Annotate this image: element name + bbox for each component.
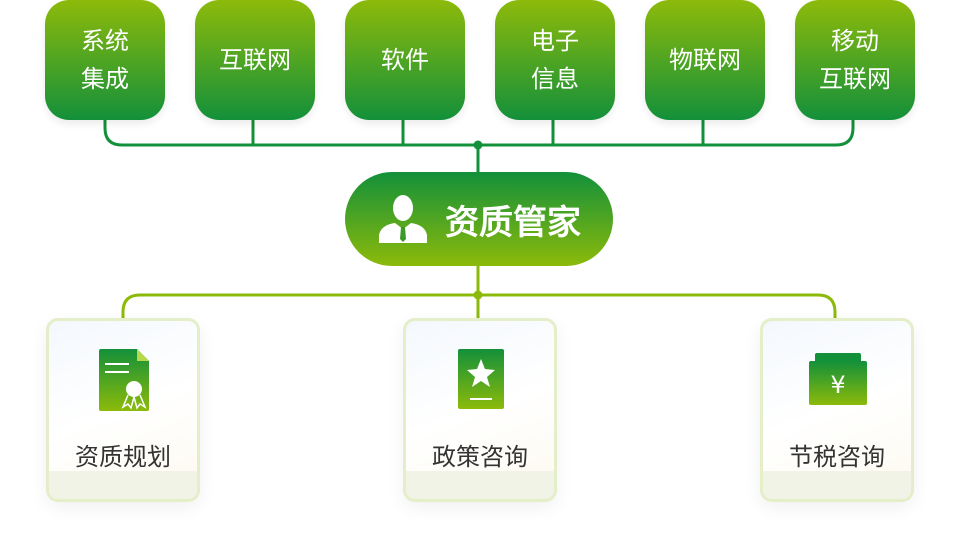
category-label: 移动 互联网 bbox=[819, 27, 891, 93]
category-electronic-info[interactable]: 电子 信息 bbox=[495, 0, 615, 120]
category-system-integration[interactable]: 系统 集成 bbox=[45, 0, 165, 120]
service-label: 政策咨询 bbox=[432, 443, 528, 471]
star-document-icon bbox=[458, 349, 504, 409]
service-card-qualification-planning[interactable]: 资质规划 bbox=[46, 318, 200, 502]
service-label: 节税咨询 bbox=[789, 443, 885, 471]
center-hub: 资质管家 bbox=[345, 172, 613, 266]
svg-text:¥: ¥ bbox=[830, 371, 845, 399]
service-card-policy-consulting[interactable]: 政策咨询 bbox=[403, 318, 557, 502]
service-card-tax-saving-consulting[interactable]: ¥ 节税咨询 bbox=[760, 318, 914, 502]
category-label: 互联网 bbox=[219, 46, 291, 74]
certificate-icon bbox=[99, 349, 149, 411]
category-software[interactable]: 软件 bbox=[345, 0, 465, 120]
service-label: 资质规划 bbox=[75, 443, 171, 471]
center-title: 资质管家 bbox=[445, 202, 581, 243]
category-label: 系统 集成 bbox=[81, 27, 129, 93]
category-mobile-internet[interactable]: 移动 互联网 bbox=[795, 0, 915, 120]
category-label: 物联网 bbox=[669, 46, 741, 74]
category-internet[interactable]: 互联网 bbox=[195, 0, 315, 120]
person-icon bbox=[379, 195, 427, 243]
category-label: 软件 bbox=[381, 46, 429, 74]
category-iot[interactable]: 物联网 bbox=[645, 0, 765, 120]
category-label: 电子 信息 bbox=[531, 27, 579, 93]
yuan-wallet-icon: ¥ bbox=[809, 353, 867, 405]
